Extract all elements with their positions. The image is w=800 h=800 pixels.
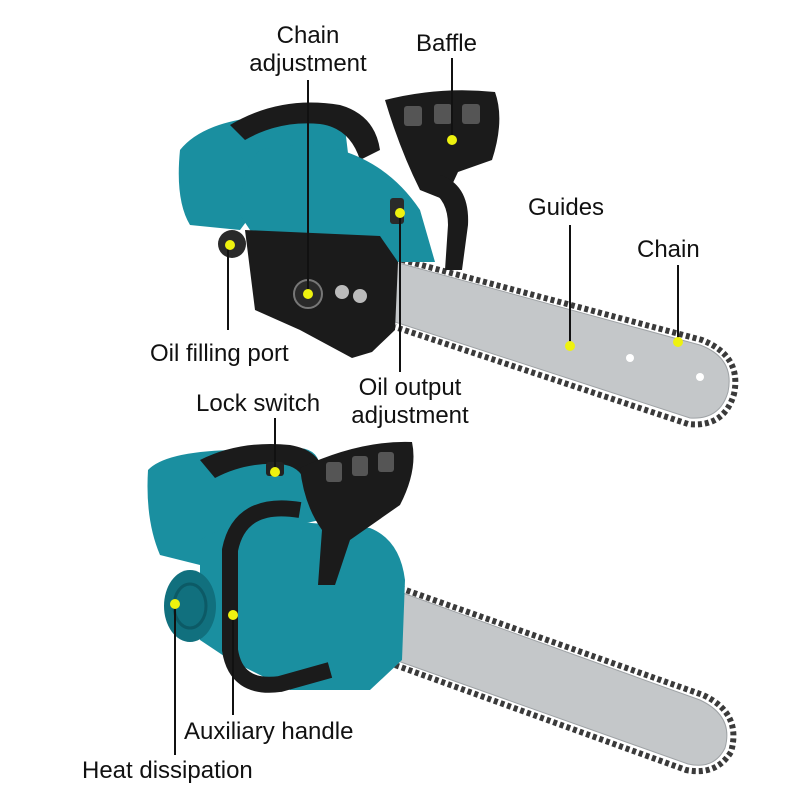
- top-chainsaw: [178, 90, 739, 428]
- top-guide-bar: [394, 261, 730, 419]
- top-baffle-slot: [404, 106, 422, 126]
- marker-dot-heat-dissipation: [170, 599, 180, 609]
- top-baffle-slot: [434, 104, 452, 124]
- top-bar-nut: [353, 289, 367, 303]
- marker-dot-baffle: [447, 135, 457, 145]
- label-auxiliary-handle: Auxiliary handle: [184, 718, 354, 745]
- marker-dot-auxiliary-handle: [228, 610, 238, 620]
- marker-dot-lock-switch: [270, 467, 280, 477]
- bottom-rear-handle: [200, 444, 325, 482]
- top-bar-hole: [626, 354, 634, 362]
- label-guides: Guides: [528, 194, 605, 221]
- top-bar-hole: [696, 373, 704, 381]
- bottom-saw-chain: [393, 585, 737, 775]
- marker-dot-oil-output: [395, 208, 405, 218]
- top-baffle-slot: [462, 104, 480, 124]
- bottom-baffle-slot: [378, 452, 394, 472]
- bottom-chainsaw: [147, 441, 737, 775]
- marker-dot-chain: [673, 337, 683, 347]
- label-heat-dissipation: Heat dissipation: [82, 757, 253, 784]
- label-oil-output-line2: adjustment: [351, 402, 469, 429]
- label-oil-output-adjustment: Oil output adjustment: [340, 374, 480, 430]
- marker-dots: [170, 135, 683, 620]
- label-chain-adjustment-line1: Chain: [276, 22, 340, 49]
- bottom-baffle-slot: [326, 462, 342, 482]
- label-baffle: Baffle: [416, 30, 477, 57]
- label-chain-adjustment: Chain adjustment: [248, 22, 368, 78]
- bottom-heat-vent-disc: [164, 570, 216, 642]
- top-saw-chain: [394, 255, 739, 428]
- marker-dot-guides: [565, 341, 575, 351]
- bottom-battery-housing: [147, 448, 320, 565]
- leader-lines: [174, 58, 679, 755]
- marker-dot-oil-filling-port: [225, 240, 235, 250]
- label-lock-switch: Lock switch: [196, 390, 321, 417]
- marker-dot-chain-adjustment: [303, 289, 313, 299]
- top-bar-nut: [335, 285, 349, 299]
- label-chain-adjustment-line2: adjustment: [249, 50, 367, 77]
- label-chain: Chain: [637, 236, 700, 263]
- bottom-baffle-slot: [352, 456, 368, 476]
- top-front-handle: [430, 175, 469, 270]
- top-rear-handle: [230, 102, 380, 160]
- bottom-auxiliary-handle: [222, 500, 333, 693]
- bottom-motor-housing: [200, 521, 405, 690]
- bottom-guide-bar: [394, 591, 728, 766]
- label-oil-filling-port: Oil filling port: [150, 340, 289, 367]
- label-oil-output-line1: Oil output: [358, 374, 462, 401]
